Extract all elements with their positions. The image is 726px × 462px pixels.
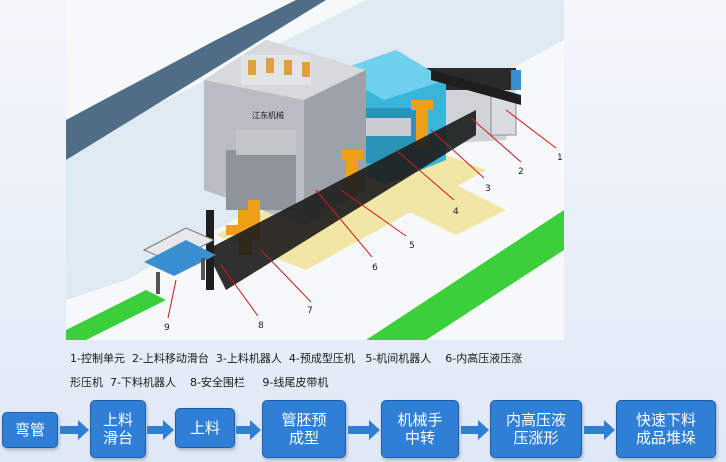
callout-1: 1 <box>557 153 563 163</box>
flow-arrow-4 <box>348 420 380 440</box>
production-line-illustration: 江东机械 <box>66 0 564 340</box>
flow-step-unloading-stacking: 快速下料 成品堆垛 <box>616 400 716 458</box>
green-floor-band <box>366 210 564 340</box>
callout-8: 8 <box>258 321 264 331</box>
callout-6: 6 <box>372 263 378 273</box>
process-flow: 弯管 上料 滑台 上料 管胚预 成型 机械手 中转 内高压液 压涨形 快速下料 … <box>0 398 726 462</box>
component-legend: 1-控制单元 2-上料移动滑台 3-上料机器人 4-预成型压机 5-机间机器人 … <box>66 344 564 396</box>
callout-9: 9 <box>164 323 170 333</box>
flow-arrow-1 <box>60 420 89 440</box>
flow-arrow-2 <box>147 420 174 440</box>
flow-step-preforming: 管胚预 成型 <box>262 400 346 458</box>
flow-step-hydroforming: 内高压液 压涨形 <box>490 400 582 458</box>
flow-step-loading-slide: 上料 滑台 <box>90 400 146 458</box>
callout-2: 2 <box>518 167 524 177</box>
legend-line-1: 1-控制单元 2-上料移动滑台 3-上料机器人 4-预成型压机 5-机间机器人 … <box>70 352 523 365</box>
safety-fence <box>206 110 476 290</box>
flow-arrow-5 <box>461 420 489 440</box>
callout-7: 7 <box>307 306 313 316</box>
callout-3: 3 <box>485 184 491 194</box>
callout-4: 4 <box>453 207 459 217</box>
flow-step-loading: 上料 <box>175 408 235 448</box>
press-logo: 江东机械 <box>252 110 284 120</box>
flow-step-bend-tube: 弯管 <box>2 412 58 448</box>
legend-line-2: 形压机 7-下料机器人 8-安全围栏 9-线尾皮带机 <box>70 376 329 389</box>
flow-step-robot-transfer: 机械手 中转 <box>381 400 459 458</box>
end-conveyor <box>142 227 216 294</box>
flow-arrow-6 <box>584 420 615 440</box>
callout-5: 5 <box>409 241 415 251</box>
flow-arrow-3 <box>236 420 261 440</box>
